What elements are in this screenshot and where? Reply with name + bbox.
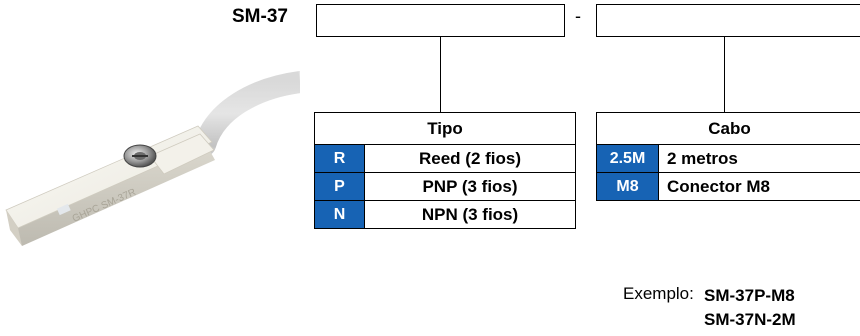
cable-code-2-5m: 2.5M (596, 144, 659, 173)
table-row: 2.5M 2 metros (596, 144, 860, 173)
table-row: N NPN (3 fios) (314, 200, 577, 229)
example-code-1: SM-37P-M8 (704, 286, 795, 305)
example-label: Exemplo: (623, 284, 694, 303)
cable-table-header: Cabo (596, 112, 860, 145)
type-desc-n: NPN (3 fios) (363, 200, 577, 229)
cable-code-m8: M8 (596, 172, 659, 201)
table-row: R Reed (2 fios) (314, 144, 577, 173)
sensor-product-image: GHPC SM-37R (5, 71, 300, 246)
type-code-r: R (314, 144, 365, 173)
cable (194, 71, 300, 156)
type-code-box (316, 4, 565, 37)
table-row: P PNP (3 fios) (314, 172, 577, 201)
table-row: M8 Conector M8 (596, 172, 860, 201)
type-table-header: Tipo (313, 112, 577, 145)
cable-desc-2-5m: 2 metros (658, 144, 860, 173)
cable-code-box (596, 4, 860, 37)
connector-line-cable (724, 37, 725, 113)
type-desc-r: Reed (2 fios) (363, 144, 577, 173)
model-code-label: SM-37 (232, 6, 288, 27)
type-desc-p: PNP (3 fios) (363, 172, 577, 201)
type-code-p: P (314, 172, 365, 201)
cable-table: Cabo 2.5M 2 metros M8 Conector M8 (596, 112, 860, 201)
example-code-2: SM-37N-2M (704, 310, 796, 329)
connector-line-type (440, 37, 441, 113)
type-table: Tipo R Reed (2 fios) P PNP (3 fios) N NP… (313, 112, 577, 229)
code-separator: - (575, 6, 581, 26)
type-code-n: N (314, 200, 365, 229)
cable-desc-m8: Conector M8 (658, 172, 860, 201)
